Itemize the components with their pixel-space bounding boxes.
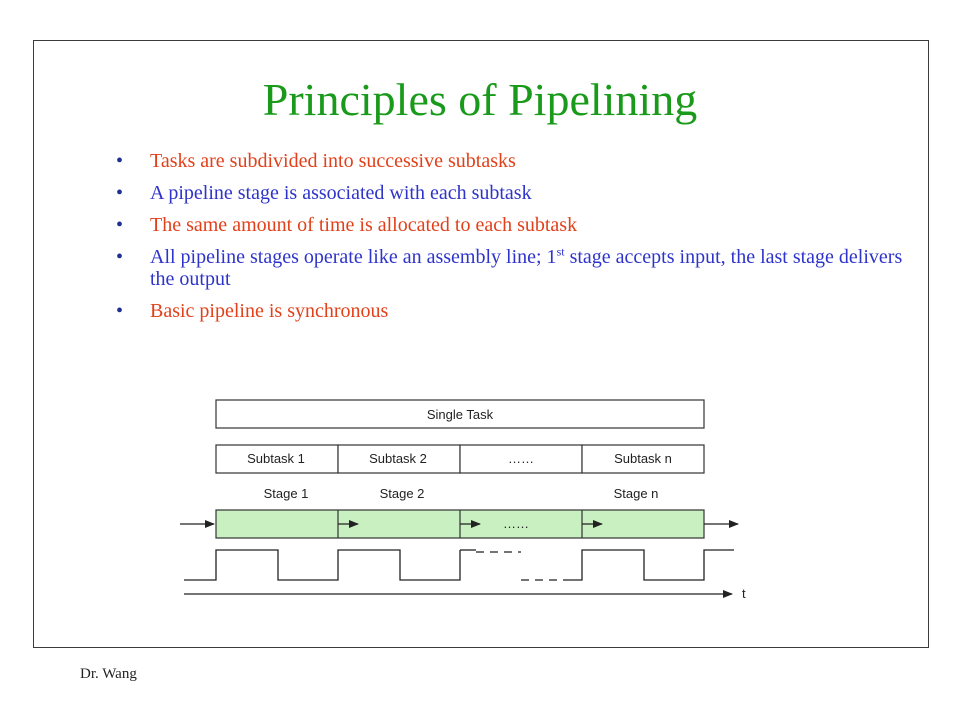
time-axis-label: t: [742, 586, 746, 601]
subtask-box: [337, 444, 461, 474]
single-task-box: [215, 399, 705, 429]
stage-label: Stage 2: [380, 486, 425, 501]
single-task-label: Single Task: [427, 407, 494, 422]
footer-author: Dr. Wang: [80, 666, 137, 682]
bullet-item: • All pipeline stages operate like an as…: [116, 244, 910, 290]
pipeline-diagram: Single Task Subtask 1 Subtask 2 …… Subta…: [180, 399, 746, 601]
bullet-item: • Tasks are subdivided into successive s…: [116, 150, 910, 172]
bullet-item: • The same amount of time is allocated t…: [116, 214, 910, 236]
subtask-label: Subtask 2: [369, 451, 427, 466]
stage-label: Stage n: [614, 486, 659, 501]
bullet-dot-icon: •: [116, 246, 124, 268]
slide-title: Principles of Pipelining: [262, 74, 698, 125]
stage-label: Stage 1: [264, 486, 309, 501]
subtask-label: Subtask n: [614, 451, 672, 466]
bullet-dot-icon: •: [116, 214, 124, 236]
bullet-text-before: All pipeline stages operate like an asse…: [150, 246, 557, 268]
bullet-superscript: st: [556, 244, 565, 259]
bullet-text: Basic pipeline is synchronous: [150, 300, 389, 322]
clock-waveform: [571, 549, 734, 581]
bullet-item: • Basic pipeline is synchronous: [116, 300, 910, 322]
subtask-label: ……: [508, 451, 534, 466]
bullet-text: Tasks are subdivided into successive sub…: [150, 150, 516, 172]
bullet-text-after: stage accepts input, the last stage deli…: [150, 246, 903, 290]
bullet-dot-icon: •: [116, 150, 124, 172]
bullet-list: • Tasks are subdivided into successive s…: [116, 150, 910, 332]
bullet-dot-icon: •: [116, 182, 124, 204]
slide-frame: [33, 40, 929, 648]
bullet-text: A pipeline stage is associated with each…: [150, 182, 532, 204]
clock-waveform: [184, 549, 461, 581]
bullet-dot-icon: •: [116, 300, 124, 322]
bullet-text: The same amount of time is allocated to …: [150, 214, 578, 236]
bullet-item: • A pipeline stage is associated with ea…: [116, 182, 910, 204]
subtask-label: Subtask 1: [247, 451, 305, 466]
subtask-box: [459, 444, 583, 474]
stage-ellipsis: ……: [503, 516, 529, 531]
subtask-box: [581, 444, 705, 474]
